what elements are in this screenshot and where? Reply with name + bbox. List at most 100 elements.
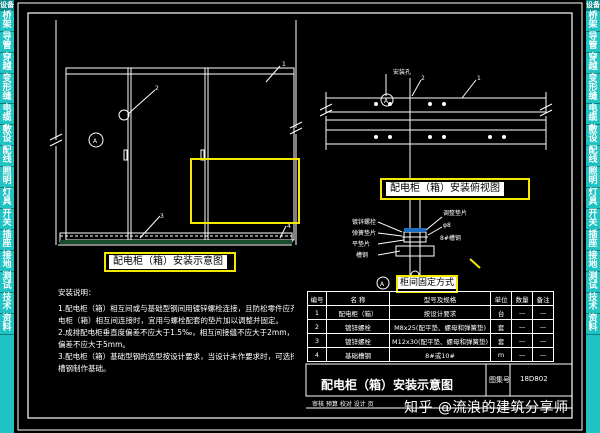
- right-sidebar-item[interactable]: 敷设: [586, 125, 600, 146]
- inner-frame: [27, 12, 573, 419]
- left-sidebar-item[interactable]: 变形缝: [0, 74, 14, 104]
- detail-label-8channel: 8#槽钢: [440, 234, 461, 242]
- notes-line: 1.配电柜（箱）相互间或与基础型钢间用镀锌螺栓连接，且防松零件应齐全。配: [58, 304, 294, 313]
- notes-title: 安装说明：: [58, 288, 96, 297]
- detail-label-bolt: 镀锌螺栓: [352, 218, 376, 226]
- table-cell: 台: [490, 305, 513, 320]
- right-sidebar-item[interactable]: 插座: [586, 230, 600, 251]
- table-cell: —: [511, 319, 534, 334]
- table-cell: —: [532, 305, 555, 320]
- section-a-marker-detail: [376, 276, 390, 290]
- table-cell: 2: [307, 319, 327, 334]
- section-a-marker-plan: [380, 93, 394, 107]
- right-sidebar-item[interactable]: 技术: [586, 293, 600, 314]
- right-sidebar-item[interactable]: 灯具: [586, 188, 600, 209]
- title-block-atlas-label: 图集号: [489, 376, 510, 384]
- right-sidebar-item[interactable]: 配线: [586, 146, 600, 167]
- table-cell: 3: [307, 333, 327, 348]
- right-sidebar-item[interactable]: 导管: [586, 32, 600, 53]
- right-sidebar-item[interactable]: 穿越: [586, 53, 600, 74]
- left-category-sidebar: 设备桥架导管穿越变形缝电缆敷设配线照明灯具开关插座接地测试技术资料: [0, 0, 14, 433]
- right-sidebar-item[interactable]: 接地: [586, 251, 600, 272]
- table-cell: —: [532, 319, 555, 334]
- table-row: 1 配电柜（箱） 按设计要求 台 — —: [307, 305, 555, 320]
- highlight-front-caption: [104, 252, 236, 272]
- section-a-label-front: A: [93, 138, 98, 145]
- left-sidebar-item[interactable]: 资料: [0, 314, 14, 335]
- yellow-pointer: [469, 258, 481, 269]
- left-sidebar-item[interactable]: 开关: [0, 209, 14, 230]
- left-sidebar-item[interactable]: 配线: [0, 146, 14, 167]
- table-header: 编号: [307, 291, 327, 306]
- outer-frame: [17, 2, 583, 431]
- left-sidebar-item[interactable]: 灯具: [0, 188, 14, 209]
- front-view-caption: 配电柜（箱）安装示意图: [109, 255, 227, 269]
- left-sidebar-item[interactable]: 电缆: [0, 104, 14, 125]
- callout-3-front: 3: [160, 213, 164, 220]
- callout-2-front: 2: [155, 85, 159, 92]
- highlight-cabinet-region: [190, 158, 300, 224]
- left-sidebar-item[interactable]: 测试: [0, 272, 14, 293]
- watermark: 知乎 @流浪的建筑分享师: [404, 400, 569, 416]
- table-cell: 镀锌螺栓: [326, 319, 390, 334]
- detail-label-phi8: φ8: [443, 222, 451, 229]
- left-sidebar-item[interactable]: 设备: [0, 0, 14, 11]
- installation-notes: 安装说明： 1.配电柜（箱）相互间或与基础型钢间用镀锌螺栓连接，且防松零件应齐全…: [58, 287, 294, 375]
- detail-caption: 柜间固定方式: [398, 277, 457, 289]
- right-category-sidebar: 设备桥架导管穿越变形缝电缆敷设配线照明灯具开关插座接地测试技术资料: [586, 0, 600, 433]
- callout-1-front: 1: [282, 61, 286, 68]
- title-block-atlas-number: 18D802: [520, 375, 548, 383]
- highlight-plan-caption: [380, 178, 530, 200]
- left-sidebar-item[interactable]: 插座: [0, 230, 14, 251]
- section-a-label-plan: A: [384, 98, 389, 105]
- callout-1-plan: 1: [477, 75, 481, 82]
- table-cell: M12x30(配平垫、螺母和弹簧垫): [388, 333, 492, 348]
- table-cell: 基础槽钢: [326, 347, 390, 362]
- right-sidebar-item[interactable]: 照明: [586, 167, 600, 188]
- table-header-row: 编号 名 称 型号及规格 单位 数量 备注: [307, 291, 555, 306]
- table-row: 3 镀锌螺栓 M12x30(配平垫、螺母和弹簧垫) 套 — —: [307, 333, 555, 348]
- table-cell: 配电柜（箱）: [326, 305, 390, 320]
- left-sidebar-item[interactable]: 接地: [0, 251, 14, 272]
- right-sidebar-item[interactable]: 设备: [586, 0, 600, 11]
- left-sidebar-item[interactable]: 桥架: [0, 11, 14, 32]
- detail-label-adjust-shim: 调整垫片: [443, 209, 467, 217]
- right-sidebar-item[interactable]: 变形缝: [586, 74, 600, 104]
- right-sidebar-item[interactable]: 测试: [586, 272, 600, 293]
- left-sidebar-item[interactable]: 穿越: [0, 53, 14, 74]
- table-cell: 4: [307, 347, 327, 362]
- title-block-frame: [305, 363, 573, 409]
- detail-label-channel: 槽钢: [356, 251, 368, 259]
- right-sidebar-item[interactable]: 开关: [586, 209, 600, 230]
- right-sidebar-item[interactable]: 电缆: [586, 104, 600, 125]
- callout-4-front: 4: [287, 223, 291, 230]
- notes-line: 2.成排配电柜垂直度偏差不应大于1.5‰，相互间接缝不应大于2mm，成列盘面: [58, 328, 294, 337]
- table-header: 名 称: [326, 291, 390, 306]
- notes-line: 电柜（箱）相互间连接时，宜用与螺栓配套的垫片加以调整并固定。: [58, 316, 283, 325]
- left-sidebar-item[interactable]: 导管: [0, 32, 14, 53]
- table-header: 数量: [511, 291, 534, 306]
- table-cell: —: [532, 347, 555, 362]
- detail-label-flat-washer: 平垫片: [352, 240, 370, 248]
- section-a-marker-front: [88, 132, 104, 148]
- left-sidebar-item[interactable]: 技术: [0, 293, 14, 314]
- table-cell: —: [511, 333, 534, 348]
- table-cell: 套: [490, 333, 513, 348]
- table-cell: —: [511, 347, 534, 362]
- title-block-bottom-row: 审核 预算 校对 设计 页: [312, 401, 374, 408]
- section-a-label-detail: A: [380, 281, 385, 288]
- table-cell: m: [490, 347, 513, 362]
- right-sidebar-item[interactable]: 资料: [586, 314, 600, 335]
- detail-label-spring-washer: 弹簧垫片: [352, 229, 376, 237]
- title-block-title: 配电柜（箱）安装示意图: [321, 378, 454, 392]
- notes-line: 3.配电柜（箱）基础型钢的选型按设计要求，当设计未作要求时，可选择8#或10#: [58, 352, 294, 361]
- left-sidebar-item[interactable]: 照明: [0, 167, 14, 188]
- bolt-circle: [118, 109, 130, 121]
- callout-2-plan: 2: [421, 75, 425, 82]
- table-cell: 按设计要求: [388, 305, 492, 320]
- table-cell: 8#或10#: [388, 347, 492, 362]
- right-sidebar-item[interactable]: 桥架: [586, 11, 600, 32]
- plan-label-holes: 安装孔: [393, 68, 411, 76]
- left-sidebar-item[interactable]: 敷设: [0, 125, 14, 146]
